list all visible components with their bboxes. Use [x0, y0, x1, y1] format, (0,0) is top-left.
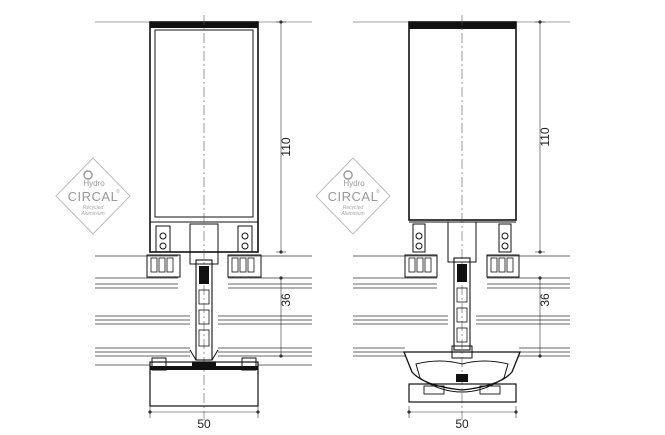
dimension-36	[538, 276, 542, 358]
dimension-label-110: 110	[538, 127, 552, 146]
logo-sub-recycled: Recycled	[83, 205, 104, 211]
glazing-right	[218, 255, 312, 366]
mullion-cap	[409, 22, 516, 29]
cover-cap	[149, 357, 259, 407]
left-section-drawing: 110 36 50 Hydro CIRCAL ® Recycled Alumin…	[55, 15, 312, 431]
curved-cover-cap	[403, 345, 521, 403]
dimension-label-50: 50	[455, 417, 469, 431]
logo-brand: Hydro	[83, 179, 105, 188]
glazing-right	[476, 255, 570, 357]
logo-sub-aluminium: Aluminium	[340, 211, 364, 217]
center-spine	[189, 223, 219, 361]
left-gasket-clip	[404, 223, 438, 278]
mullion-outline	[408, 21, 517, 221]
right-gasket-clip	[486, 223, 520, 278]
logo-sub-recycled: Recycled	[343, 205, 364, 211]
dimension-36	[279, 276, 283, 358]
right-section-drawing: 110 36 50 Hydro CIRCAL ® Recycled Alumin…	[315, 15, 570, 431]
dimension-label-50: 50	[197, 417, 211, 431]
left-gasket-clip	[146, 225, 181, 278]
glazing-left	[353, 255, 448, 357]
circal-logo: Hydro CIRCAL ® Recycled Aluminium	[55, 157, 131, 235]
dimension-50	[407, 406, 518, 418]
right-gasket-clip	[227, 225, 262, 278]
logo-title: CIRCAL	[68, 189, 119, 204]
circal-logo: Hydro CIRCAL ® Recycled Aluminium	[315, 157, 391, 235]
logo-trademark: ®	[116, 188, 120, 195]
dimension-label-36: 36	[538, 293, 552, 307]
logo-brand: Hydro	[343, 179, 365, 188]
dimension-50	[148, 406, 260, 418]
logo-trademark: ®	[376, 188, 380, 195]
center-spine	[447, 221, 477, 351]
logo-sub-aluminium: Aluminium	[80, 211, 104, 217]
dimension-label-36: 36	[279, 293, 293, 307]
logo-title: CIRCAL	[328, 189, 379, 204]
dimension-110	[535, 20, 545, 254]
dimension-label-110: 110	[279, 137, 293, 156]
glazing-left	[95, 255, 190, 366]
dimension-110	[276, 20, 286, 254]
